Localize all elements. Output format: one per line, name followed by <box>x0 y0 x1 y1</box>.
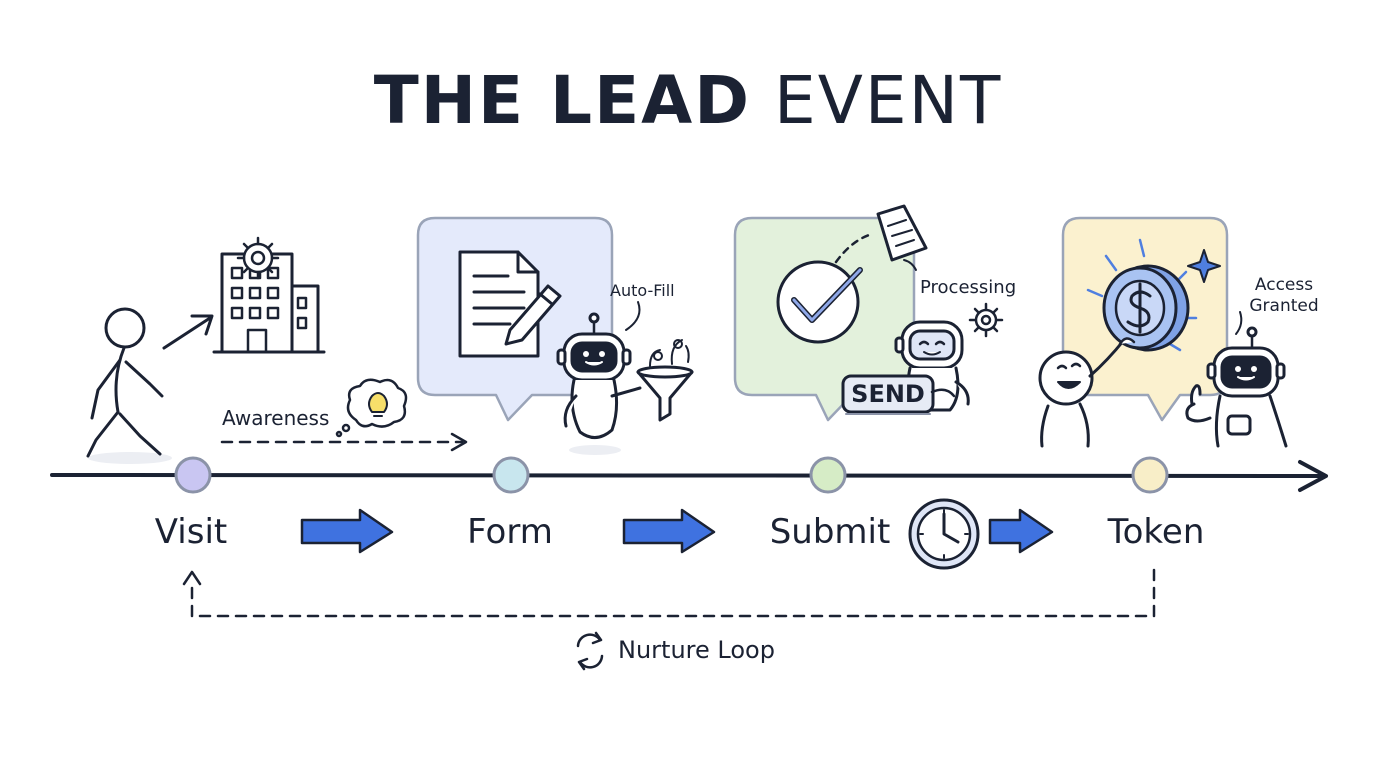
autofill-note: Auto-Fill <box>610 281 675 300</box>
stage-label-visit: Visit <box>154 512 228 552</box>
arrow-form-submit <box>622 508 716 554</box>
token-dot <box>1131 456 1169 494</box>
stage-label-form: Form <box>467 512 553 552</box>
happy-person-icon <box>1038 337 1136 448</box>
lightbulb-thought-icon <box>335 378 408 438</box>
nurture-loop-path <box>182 568 1156 618</box>
office-building-icon <box>212 252 326 354</box>
document-pencil-icon <box>458 250 562 358</box>
send-button-icon <box>841 374 956 415</box>
funnel-icon <box>636 339 694 422</box>
dollar-coin-icon <box>1086 238 1198 352</box>
gear-icon <box>236 236 280 280</box>
step-arrows <box>300 508 1054 554</box>
stage-label-submit: Submit <box>769 512 891 552</box>
send-button-label: SEND <box>851 380 925 408</box>
arrow-submit-token <box>988 508 1054 554</box>
access-granted-note: Access Granted <box>1249 275 1318 317</box>
clock-icon <box>908 498 980 570</box>
nurture-loop-label: Nurture Loop <box>618 636 775 664</box>
timeline-dots <box>174 456 1169 494</box>
awareness-arrow <box>220 432 468 452</box>
person-walking-icon <box>86 307 172 464</box>
paper-plane-document-icon <box>834 204 928 271</box>
page-title: THE LEAD EVENT <box>0 62 1376 139</box>
access-pointer <box>1235 311 1243 335</box>
title-lead: THE LEAD <box>373 62 752 139</box>
robot-icon <box>556 312 642 455</box>
direction-arrow-icon <box>162 314 214 350</box>
thumbs-up-robot-icon <box>1185 326 1288 448</box>
processing-note: Processing <box>920 277 1017 298</box>
autofill-pointer <box>625 301 641 331</box>
form-dot <box>492 456 530 494</box>
visit-dot <box>174 456 212 494</box>
title-rest: EVENT <box>774 62 1003 139</box>
awareness-note: Awareness <box>222 406 330 430</box>
refresh-loop-icon <box>576 631 604 671</box>
processing-robot-icon <box>894 320 970 412</box>
small-gear-icon <box>968 302 1004 338</box>
checkmark-icon <box>776 260 863 344</box>
submit-dot <box>809 456 847 494</box>
access-line-2: Granted <box>1249 296 1319 316</box>
stage-label-token: Token <box>1107 512 1205 552</box>
sparkle-icon <box>1187 249 1221 283</box>
access-line-1: Access <box>1254 275 1314 295</box>
timeline <box>50 460 1328 492</box>
arrow-visit-form <box>300 508 394 554</box>
